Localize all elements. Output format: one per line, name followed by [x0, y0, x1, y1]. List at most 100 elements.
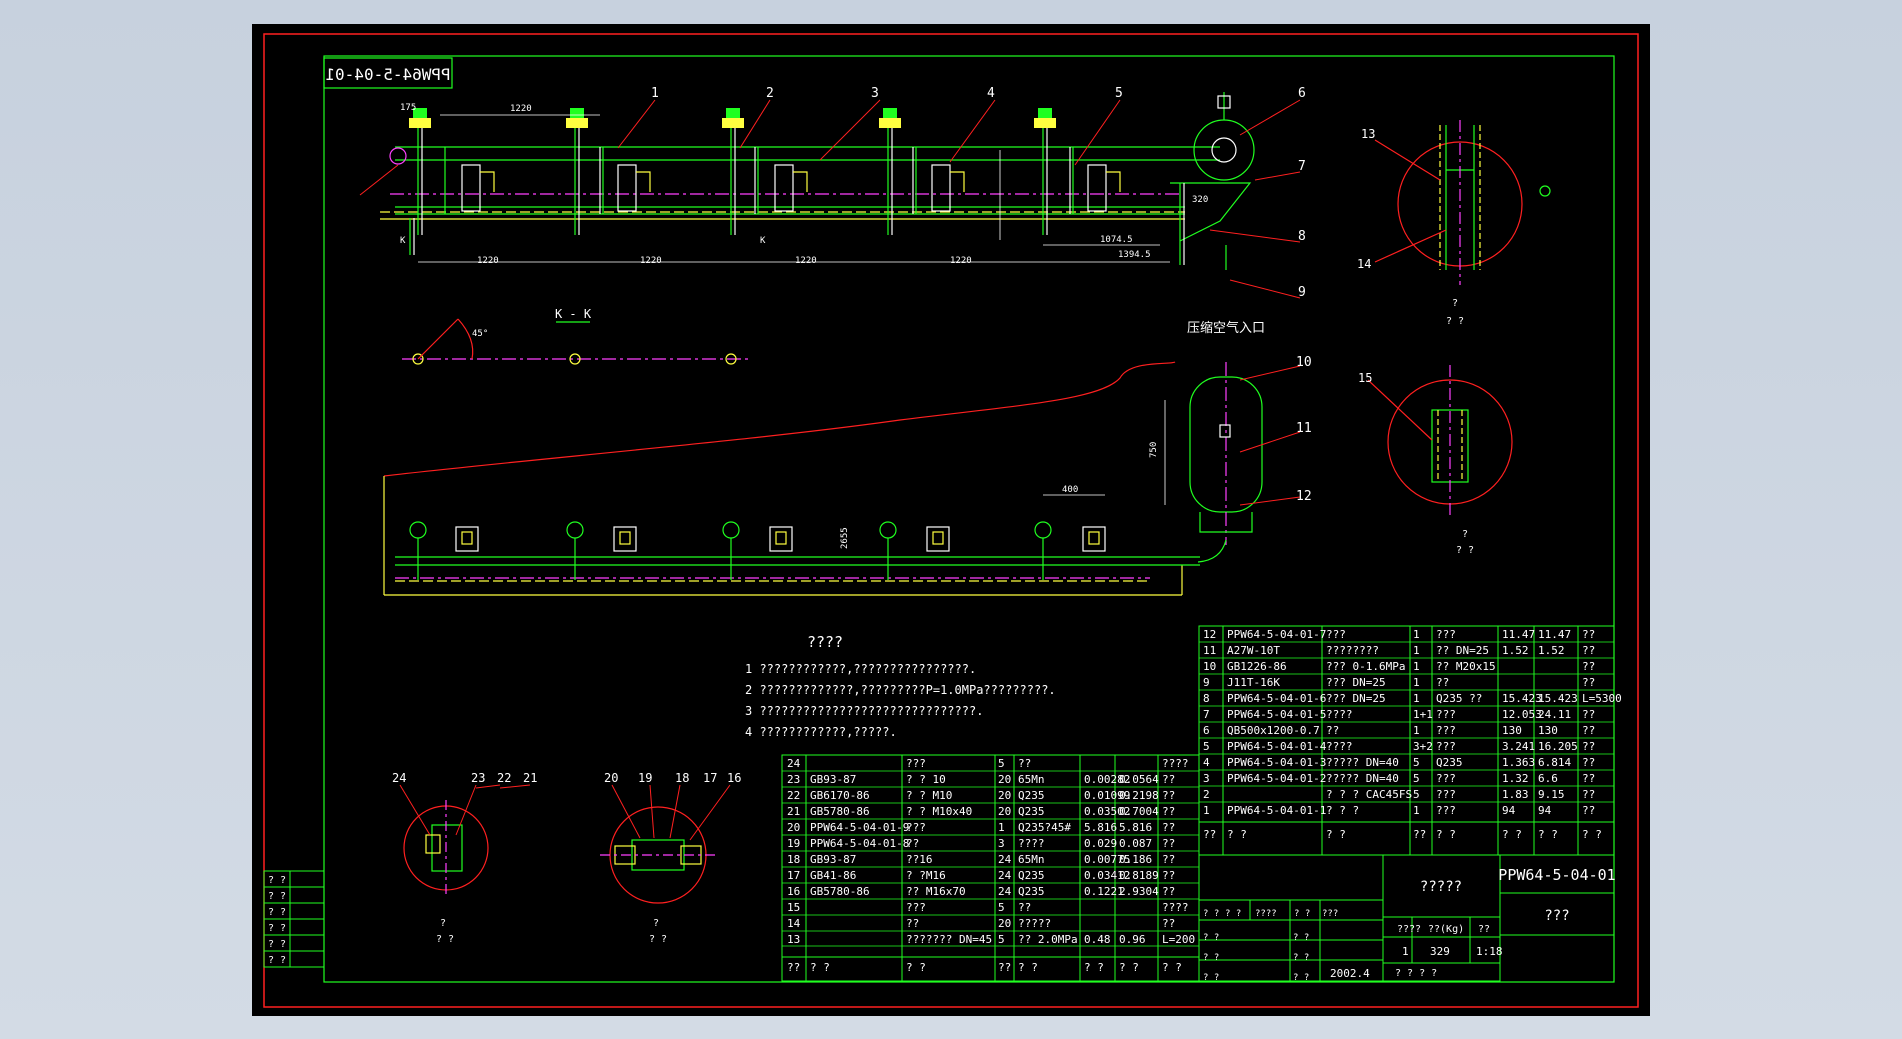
bom-lower-cell: ? ? M10x40: [906, 805, 972, 818]
bom-lower-cell: 1: [998, 821, 1005, 834]
bom-upper-cell: 1.52: [1502, 644, 1529, 657]
svg-text:? ?: ? ?: [1225, 909, 1241, 919]
notes-title: ????: [807, 633, 843, 651]
svg-text:175: 175: [400, 103, 416, 113]
bom-upper-cell: 6: [1203, 724, 1210, 737]
svg-text:14: 14: [1357, 257, 1371, 271]
bom-lower-cell: ??: [906, 917, 919, 930]
title-block-sheet: ? ? ? ?: [1395, 968, 1437, 979]
bom-upper-cell: ?? DN=25: [1436, 644, 1489, 657]
title-block-scale: 1:18: [1476, 945, 1503, 958]
section-k-k: [402, 318, 750, 365]
svg-text:? ?: ? ?: [268, 939, 286, 950]
bom-upper-cell: ??: [1582, 676, 1595, 689]
bom-lower-cell: ??: [1162, 917, 1175, 930]
bom-lower-header-cell: ? ?: [1119, 961, 1139, 974]
bom-upper-cell: ? ? ?: [1326, 804, 1359, 817]
bom-lower-cell: 24: [998, 885, 1012, 898]
bom-lower-cell: 5: [998, 933, 1005, 946]
bom-lower-cell: Q235: [1018, 885, 1045, 898]
bom-upper-cell: ??: [1582, 708, 1595, 721]
svg-text:8: 8: [1298, 229, 1306, 244]
svg-text:750: 750: [1149, 442, 1159, 458]
bom-lower-cell: PPW64-5-04-01-9: [810, 821, 909, 834]
bom-lower-cell: GB5780-86: [810, 885, 870, 898]
bom-lower-cell: ?? 2.0MPa: [1018, 933, 1078, 946]
title-block-drawing-number: PPW64-5-04-01: [1498, 866, 1615, 884]
bom-upper-cell: 1+1: [1413, 708, 1433, 721]
bom-upper-header-cell: ??: [1413, 828, 1426, 841]
svg-text:? ?: ? ?: [1293, 953, 1309, 963]
bom-lower-cell: 21: [787, 805, 800, 818]
bom-upper-cell: ???: [1436, 804, 1456, 817]
bom-lower-cell: 0.8189: [1119, 869, 1159, 882]
svg-text:18: 18: [675, 771, 689, 785]
bom-upper-cell: 5: [1413, 788, 1420, 801]
bom-upper-cell: PPW64-5-04-01-7: [1227, 628, 1326, 641]
svg-text:? ?: ? ?: [1293, 973, 1309, 983]
svg-text:? ?: ? ?: [1456, 545, 1474, 556]
svg-text:4: 4: [987, 86, 995, 101]
bom-upper-cell: ???: [1436, 628, 1456, 641]
svg-text:?: ?: [1452, 298, 1458, 309]
svg-text:K: K: [400, 236, 406, 246]
svg-text:1220: 1220: [795, 256, 817, 266]
bom-upper-cell: 1.32: [1502, 772, 1529, 785]
svg-text:???: ???: [1322, 909, 1338, 919]
svg-text:? ?: ? ?: [1203, 953, 1219, 963]
svg-text:5: 5: [1115, 86, 1123, 101]
bom-upper-cell: 1: [1413, 676, 1420, 689]
bom-upper-cell: J11T-16K: [1227, 676, 1280, 689]
bottom-details: [399, 784, 731, 904]
bom-lower-cell: 0.03412: [1084, 869, 1130, 882]
bom-lower-cell: 15: [787, 901, 800, 914]
svg-text:19: 19: [638, 771, 652, 785]
svg-text:? ?: ? ?: [268, 907, 286, 918]
bom-upper-cell: 24.11: [1538, 708, 1571, 721]
bom-lower-cell: GB41-86: [810, 869, 856, 882]
bom-lower-cell: 20: [998, 917, 1011, 930]
bom-upper-header-cell: ??: [1203, 828, 1216, 841]
svg-text:2655: 2655: [840, 527, 850, 549]
bom-grid: [781, 625, 1615, 982]
svg-text:6: 6: [1298, 86, 1306, 101]
bom-upper-cell: ???: [1436, 772, 1456, 785]
drawing-sheet[interactable]: PPW64-5-04-01: [252, 24, 1650, 1016]
bom-lower-cell: GB93-87: [810, 773, 856, 786]
bom-lower-cell: 0.029: [1084, 837, 1117, 850]
bom-upper-cell: PPW64-5-04-01-1: [1227, 804, 1326, 817]
bom-lower-cell: Q235: [1018, 805, 1045, 818]
bom-lower-cell: GB93-87: [810, 853, 856, 866]
bom-upper-cell: 1: [1413, 804, 1420, 817]
bom-upper-cell: PPW64-5-04-01-5: [1227, 708, 1326, 721]
title-block-scale-label: ??: [1478, 924, 1490, 935]
bom-lower-cell: 14: [787, 917, 801, 930]
svg-text:1220: 1220: [640, 256, 662, 266]
bom-lower-cell: 20: [998, 773, 1011, 786]
bom-upper-cell: 130: [1538, 724, 1558, 737]
title-block-mass: 329: [1430, 945, 1450, 958]
bom-lower-cell: 0.1221: [1084, 885, 1124, 898]
bom-lower-header-cell: ? ?: [906, 961, 926, 974]
bom-lower-cell: 3: [998, 837, 1005, 850]
bom-lower-cell: ??????? DN=45: [906, 933, 992, 946]
bom-upper-cell: Q235: [1436, 756, 1463, 769]
bom-lower-cell: ??: [1018, 757, 1031, 770]
svg-text:17: 17: [703, 771, 717, 785]
bom-upper-cell: ????????: [1326, 644, 1379, 657]
bom-upper-cell: Q235 ??: [1436, 692, 1482, 705]
svg-text:16: 16: [727, 771, 741, 785]
svg-text:?: ?: [653, 918, 659, 929]
svg-text:12: 12: [1296, 489, 1312, 504]
notes-list: 1 ????????????,????????????????. 2 ?????…: [745, 662, 1056, 739]
title-block-stage: ????: [1397, 924, 1421, 935]
bom-lower-cell: ??: [1162, 885, 1175, 898]
mirrored-drawing-number: PPW64-5-04-01: [325, 65, 450, 84]
section-k-k-title: K - K: [555, 307, 592, 321]
svg-text:? ?: ? ?: [649, 934, 667, 945]
bom-upper-header-cell: ? ?: [1227, 828, 1247, 841]
bom-upper-cell: 5: [1413, 756, 1420, 769]
bom-lower-cell: 20: [998, 805, 1011, 818]
bom-lower-cell: ????: [1162, 757, 1189, 770]
